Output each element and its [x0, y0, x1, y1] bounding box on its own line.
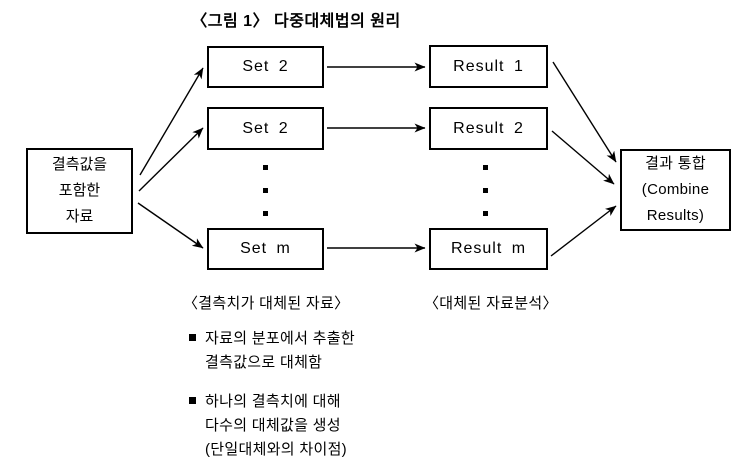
arrow-resultm-to-combine [550, 205, 617, 257]
set-box-1-label: Set 2 [242, 58, 289, 75]
result-box-1-label: Result 1 [453, 57, 524, 75]
note-line: 결측값으로 대체함 [205, 354, 323, 371]
arrow-source-to-setm [137, 202, 204, 249]
dot [483, 188, 488, 193]
set-box-m-label: Set m [240, 240, 291, 257]
square-bullet-icon [189, 397, 196, 404]
note-imputation-method: 자료의 분포에서 추출한 결측값으로 대체함 [189, 327, 355, 375]
set-box-2-label: Set 2 [242, 119, 289, 137]
result-box-m-label: Result m [450, 240, 527, 257]
dot [483, 211, 488, 216]
ellipsis-dots-results [483, 165, 488, 234]
set-box-m: Set m [207, 228, 324, 270]
ellipsis-dots-sets [263, 165, 268, 234]
dot [263, 165, 268, 170]
figure-title: 〈그림 1〉 다중대체법의 원리 [191, 13, 401, 30]
note-line: 다수의 대체값을 생성 [205, 417, 341, 434]
result-box-2: Result 2 [429, 107, 548, 150]
source-data-box: 결측값을 포함한 자료 [26, 148, 133, 234]
note-multiple-values: 하나의 결측치에 대해 다수의 대체값을 생성 (단일대체와의 차이점) [189, 390, 347, 462]
source-data-line: 결측값을 [51, 156, 108, 173]
result-box-1: Result 1 [429, 45, 548, 88]
note-line: (단일대체와의 차이점) [205, 441, 347, 458]
note-line: 자료의 분포에서 추출한 [205, 330, 355, 347]
caption-analysis: 〈대체된 자료분석〉 [424, 295, 558, 312]
square-bullet-icon [189, 334, 196, 341]
arrow-source-to-set2 [138, 127, 204, 192]
combine-results-line: (Combine [641, 181, 710, 198]
note-line: 하나의 결측치에 대해 [205, 393, 341, 410]
source-data-line: 포함한 [58, 182, 101, 199]
combine-results-box: 결과 통합 (Combine Results) [620, 149, 731, 231]
dot [263, 188, 268, 193]
dot [483, 165, 488, 170]
combine-results-line: Results) [646, 207, 705, 224]
dot [263, 211, 268, 216]
arrow-source-to-set1 [139, 67, 204, 176]
set-box-2: Set 2 [207, 107, 324, 150]
result-box-2-label: Result 2 [453, 119, 524, 137]
result-box-m: Result m [429, 228, 548, 270]
arrow-result2-to-combine [551, 130, 615, 185]
arrow-result1-to-combine [552, 61, 617, 163]
source-data-line: 자료 [65, 208, 94, 225]
caption-imputed-data: 〈결측치가 대체된 자료〉 [183, 295, 350, 312]
set-box-1: Set 2 [207, 46, 324, 88]
combine-results-line: 결과 통합 [645, 155, 706, 172]
